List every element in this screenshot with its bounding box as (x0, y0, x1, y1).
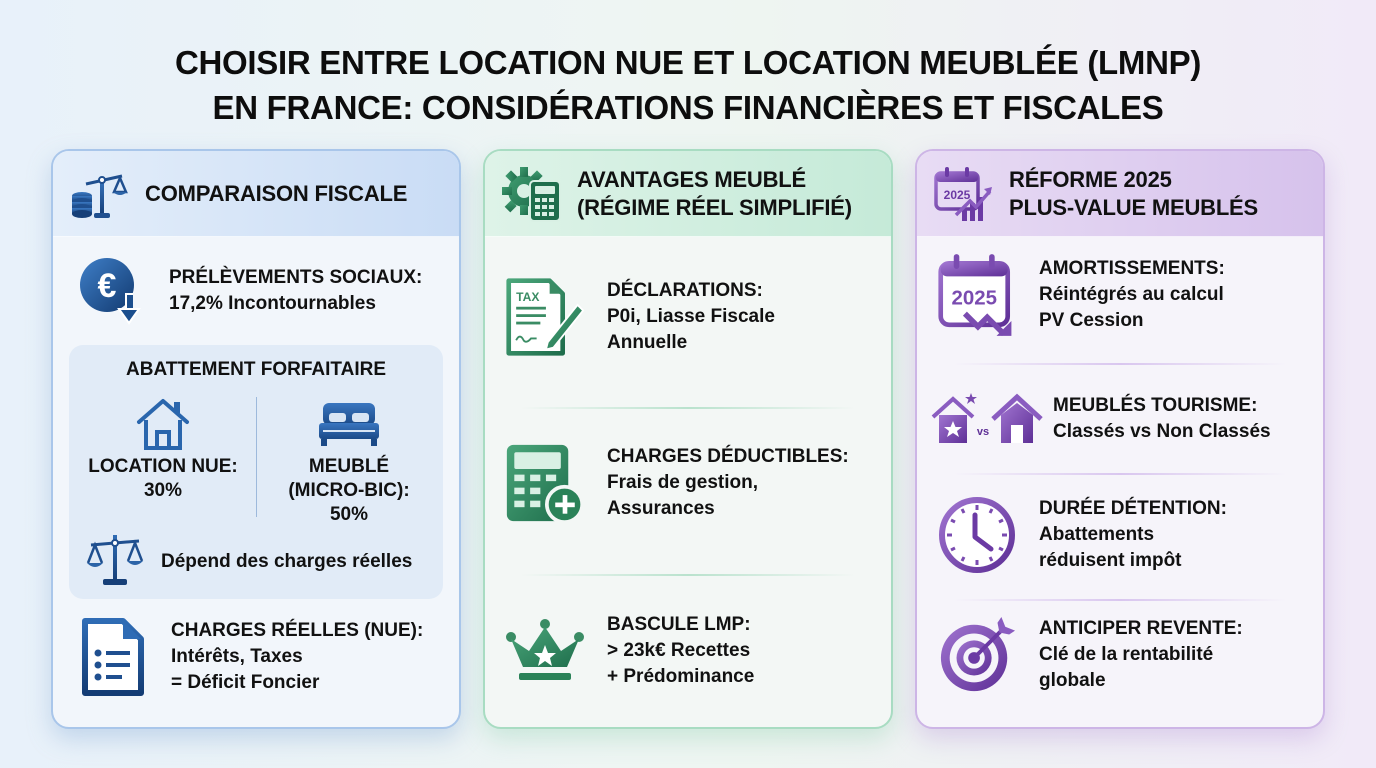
abattement-heading: ABATTEMENT FORFAITAIRE (126, 359, 386, 380)
item-label: PRÉLÈVEMENTS SOCIAUX: (169, 267, 423, 288)
title-line-1: CHOISIR ENTRE LOCATION NUE ET LOCATION M… (174, 44, 1202, 81)
clock-icon (937, 495, 1017, 575)
item-label: BASCULE LMP: (607, 614, 751, 635)
meuble-column: MEUBLÉ (MICRO-BIC): 50% (259, 393, 439, 527)
item-label: CHARGES RÉELLES (NUE): (171, 620, 424, 641)
item-value-1: > 23k€ Recettes (607, 640, 751, 661)
list-item-duree-detention: DURÉE DÉTENTION: Abattements réduisent i… (917, 495, 1323, 575)
list-item-anticiper-revente: ANTICIPER REVENTE: Clé de la rentabilité… (917, 615, 1323, 695)
item-value: 17,2% Incontournables (169, 293, 376, 314)
scale-icon (85, 529, 145, 594)
item-label: ANTICIPER REVENTE: (1039, 618, 1243, 639)
gear-calculator-icon (501, 163, 563, 225)
svg-text:TAX: TAX (516, 290, 539, 304)
item-value-2: = Déficit Foncier (171, 672, 320, 693)
card-title-line-2: PLUS-VALUE MEUBLÉS (1009, 194, 1259, 220)
list-item-meubles-tourisme: vs MEUBLÉS TOURISME: Classés vs Non Clas… (917, 379, 1323, 459)
column-divider (256, 397, 257, 517)
euro-down-arrow-icon: € (73, 251, 153, 331)
item-label: MEUBLÉS TOURISME: (1053, 395, 1258, 416)
calendar-down-arrow-icon: 2025 (937, 254, 1017, 337)
item-value-2: Annuelle (607, 332, 688, 353)
item-value-2: globale (1039, 670, 1106, 691)
card-title-line-1: AVANTAGES MEUBLÉ (577, 166, 807, 192)
item-value-1: Intérêts, Taxes (171, 646, 303, 667)
location-nue-label: LOCATION NUE: (88, 456, 238, 477)
meuble-regime: (MICRO-BIC): (288, 480, 410, 501)
list-item-amortissements: 2025 AMORTISSEMENTS: Réintégrés au calcu… (917, 254, 1323, 337)
tax-document-pen-icon: TAX (505, 277, 585, 357)
svg-text:2025: 2025 (951, 286, 997, 309)
calculator-plus-icon (505, 443, 585, 524)
item-value-1: Clé de la rentabilité (1039, 644, 1214, 665)
divider (521, 407, 855, 409)
list-item-charges-deductibles: CHARGES DÉDUCTIBLES: Frais de gestion, A… (485, 443, 891, 524)
svg-text:vs: vs (977, 426, 989, 438)
list-item-prelevements: € PRÉLÈVEMENTS SOCIAUX: 17,2% Incontourn… (53, 251, 459, 331)
title-line-2: EN FRANCE: CONSIDÉRATIONS FINANCIÈRES ET… (212, 89, 1164, 126)
card-header: AVANTAGES MEUBLÉ (RÉGIME RÉEL SIMPLIFIÉ) (485, 151, 891, 237)
card-comparaison-fiscale: COMPARAISON FISCALE € PRÉLÈVEMENTS SOCIA… (51, 149, 461, 729)
crown-icon (505, 611, 585, 691)
target-icon (937, 615, 1017, 695)
divider (521, 574, 855, 576)
list-item-bascule-lmp: BASCULE LMP: > 23k€ Recettes + Prédomina… (485, 611, 891, 691)
item-value-1: Réintégrés au calcul (1039, 284, 1224, 305)
divider (953, 473, 1287, 475)
house-icon (73, 393, 253, 455)
card-title-line-2: (RÉGIME RÉEL SIMPLIFIÉ) (577, 194, 852, 220)
item-label: DURÉE DÉTENTION: (1039, 498, 1227, 519)
card-header: COMPARAISON FISCALE (53, 151, 459, 237)
divider (953, 363, 1287, 365)
bed-icon (259, 393, 439, 455)
card-avantages-meuble: AVANTAGES MEUBLÉ (RÉGIME RÉEL SIMPLIFIÉ)… (483, 149, 893, 729)
document-list-icon (73, 617, 153, 697)
card-header: 2025 RÉFORME 2025 PLUS-VALUE MEUBLÉS (917, 151, 1323, 237)
house-vs-house-icon: vs (931, 379, 1043, 459)
svg-text:€: € (98, 267, 117, 305)
item-value-2: Assurances (607, 498, 715, 519)
location-nue-rate: 30% (143, 480, 183, 501)
item-value-1: P0i, Liasse Fiscale (607, 306, 775, 327)
item-value-1: Classés vs Non Classés (1053, 421, 1271, 442)
item-label: AMORTISSEMENTS: (1039, 258, 1225, 279)
item-value-2: + Prédominance (607, 666, 755, 687)
card-title: COMPARAISON FISCALE (145, 180, 408, 206)
list-item-charges-reelles: CHARGES RÉELLES (NUE): Intérêts, Taxes =… (53, 617, 459, 697)
item-label: DÉCLARATIONS: (607, 280, 763, 301)
abattement-footer-text: Dépend des charges réelles (161, 550, 413, 572)
location-nue-column: LOCATION NUE: 30% (73, 393, 253, 503)
page-title: CHOISIR ENTRE LOCATION NUE ET LOCATION M… (0, 40, 1376, 130)
item-label: CHARGES DÉDUCTIBLES: (607, 446, 849, 467)
scale-coins-icon (69, 163, 131, 225)
item-value-2: PV Cession (1039, 310, 1144, 331)
divider (953, 599, 1287, 601)
item-value-1: Abattements (1039, 524, 1155, 545)
meuble-label: MEUBLÉ (308, 456, 390, 477)
svg-text:2025: 2025 (944, 188, 971, 202)
list-item-declarations: TAX DÉCLARATIONS: P0i, Liasse Fiscale An… (485, 277, 891, 357)
card-title: RÉFORME 2025 PLUS-VALUE MEUBLÉS (1009, 166, 1258, 222)
abattement-forfaitaire-box: ABATTEMENT FORFAITAIRE LOCATION NUE: 30% (69, 345, 443, 599)
item-value-2: réduisent impôt (1039, 550, 1182, 571)
item-value-1: Frais de gestion, (607, 472, 758, 493)
abattement-footer: Dépend des charges réelles (85, 529, 412, 594)
card-title-line-1: RÉFORME 2025 (1009, 166, 1172, 192)
calendar-chart-icon: 2025 (933, 163, 995, 225)
card-title: AVANTAGES MEUBLÉ (RÉGIME RÉEL SIMPLIFIÉ) (577, 166, 852, 222)
card-reforme-2025: 2025 RÉFORME 2025 PLUS-VALUE MEUBLÉS 202… (915, 149, 1325, 729)
meuble-rate: 50% (329, 504, 369, 525)
